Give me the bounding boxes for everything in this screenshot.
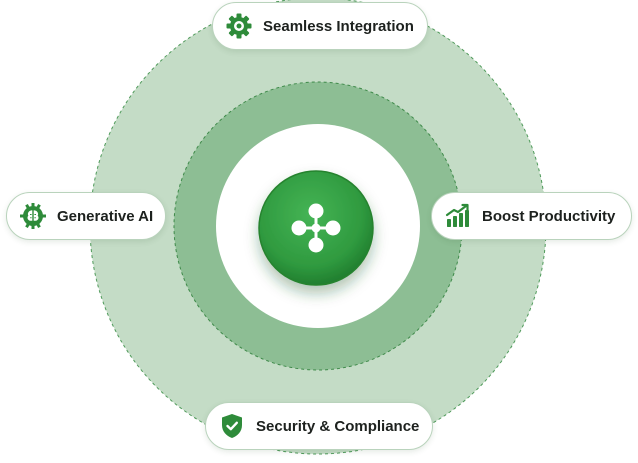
gear-icon: [225, 12, 253, 40]
feature-pill-security-compliance[interactable]: Security & Compliance: [205, 402, 433, 450]
feature-label: Security & Compliance: [256, 417, 420, 435]
feature-pill-boost-productivity[interactable]: Boost Productivity: [431, 192, 632, 240]
shield-check-icon: [218, 412, 246, 440]
feature-label: Seamless Integration: [263, 17, 414, 35]
feature-label: Generative AI: [57, 207, 154, 225]
growth-chart-icon: [444, 202, 472, 230]
feature-pill-generative-ai[interactable]: Generative AI: [6, 192, 166, 240]
network-nodes-icon: [291, 203, 341, 253]
feature-pill-seamless-integration[interactable]: Seamless Integration: [212, 2, 428, 50]
brain-chip-icon: [19, 202, 47, 230]
feature-label: Boost Productivity: [482, 207, 616, 225]
